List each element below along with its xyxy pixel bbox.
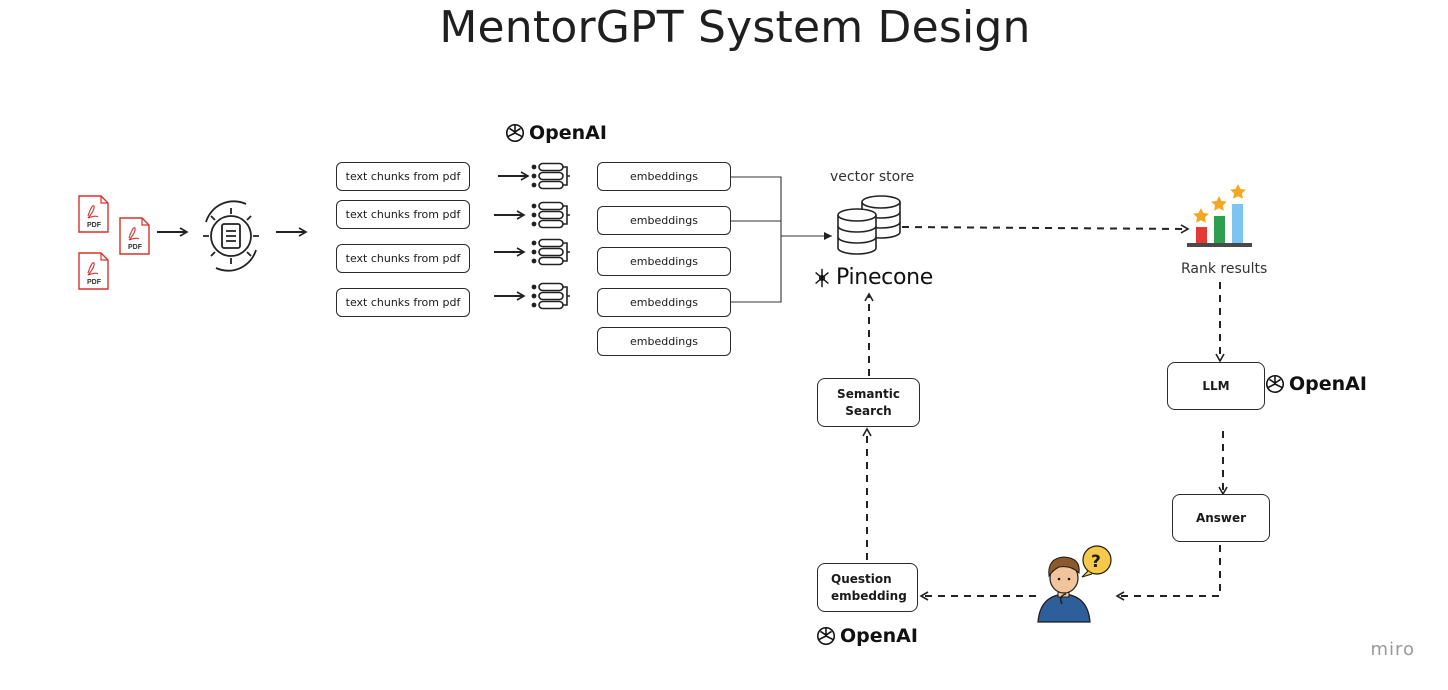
openai-logo-question: OpenAI <box>815 625 918 647</box>
embeddings-box: embeddings <box>597 206 731 235</box>
pinecone-icon <box>815 268 829 287</box>
dashed-flow-arrows <box>862 282 1228 601</box>
chunk-arrows <box>494 171 530 301</box>
text-chunk-box: text chunks from pdf <box>336 200 470 229</box>
database-icon <box>837 195 901 255</box>
openai-logo-llm: OpenAI <box>1264 373 1367 395</box>
text-chunk-box: text chunks from pdf <box>336 162 470 191</box>
embeddings-box: embeddings <box>597 327 731 356</box>
openai-logo-embeddings: OpenAI <box>504 122 607 144</box>
llm-box: LLM <box>1167 362 1265 410</box>
embeddings-box: embeddings <box>597 247 731 276</box>
pdf-file-icon: PDF <box>78 252 109 290</box>
miro-watermark: miro <box>1370 639 1415 660</box>
question-embedding-box: Question embedding <box>817 563 918 612</box>
embedding-connectors <box>730 176 832 303</box>
pinecone-logo: Pinecone <box>811 265 933 290</box>
pdf-text: PDF <box>128 244 143 251</box>
embeddings-box: embeddings <box>597 162 731 191</box>
pinecone-text: Pinecone <box>836 265 934 290</box>
pdf-text: PDF <box>87 279 102 286</box>
openai-icon <box>1265 374 1285 394</box>
document-processing-gear-icon <box>203 200 259 272</box>
text-chunk-box: text chunks from pdf <box>336 244 470 273</box>
openai-text: OpenAI <box>1289 373 1367 395</box>
svg-text:?: ? <box>1091 552 1101 572</box>
embedding-model-icon <box>531 238 570 266</box>
embedding-model-icon <box>531 162 570 190</box>
rank-results-chart-icon <box>1187 184 1252 247</box>
openai-icon <box>816 626 836 646</box>
embedding-model-icon <box>531 282 570 310</box>
answer-box: Answer <box>1172 494 1270 542</box>
arrow-to-rank <box>901 224 1190 234</box>
embedding-model-icons <box>531 162 570 310</box>
text-chunk-box: text chunks from pdf <box>336 288 470 317</box>
diagram-title: MentorGPT System Design <box>439 2 1031 53</box>
user-question-icon: ? <box>1037 545 1112 623</box>
openai-text: OpenAI <box>529 122 607 144</box>
openai-text: OpenAI <box>840 625 918 647</box>
semantic-search-box: Semantic Search <box>817 378 920 427</box>
embedding-model-icon <box>531 201 570 229</box>
embeddings-box: embeddings <box>597 288 731 317</box>
openai-icon <box>505 123 525 143</box>
pdf-file-icon: PDF <box>119 217 150 255</box>
rank-results-label: Rank results <box>1181 261 1268 277</box>
pdf-text: PDF <box>87 222 102 229</box>
vector-store-label: vector store <box>830 169 915 185</box>
pdf-file-icon: PDF <box>78 195 109 233</box>
